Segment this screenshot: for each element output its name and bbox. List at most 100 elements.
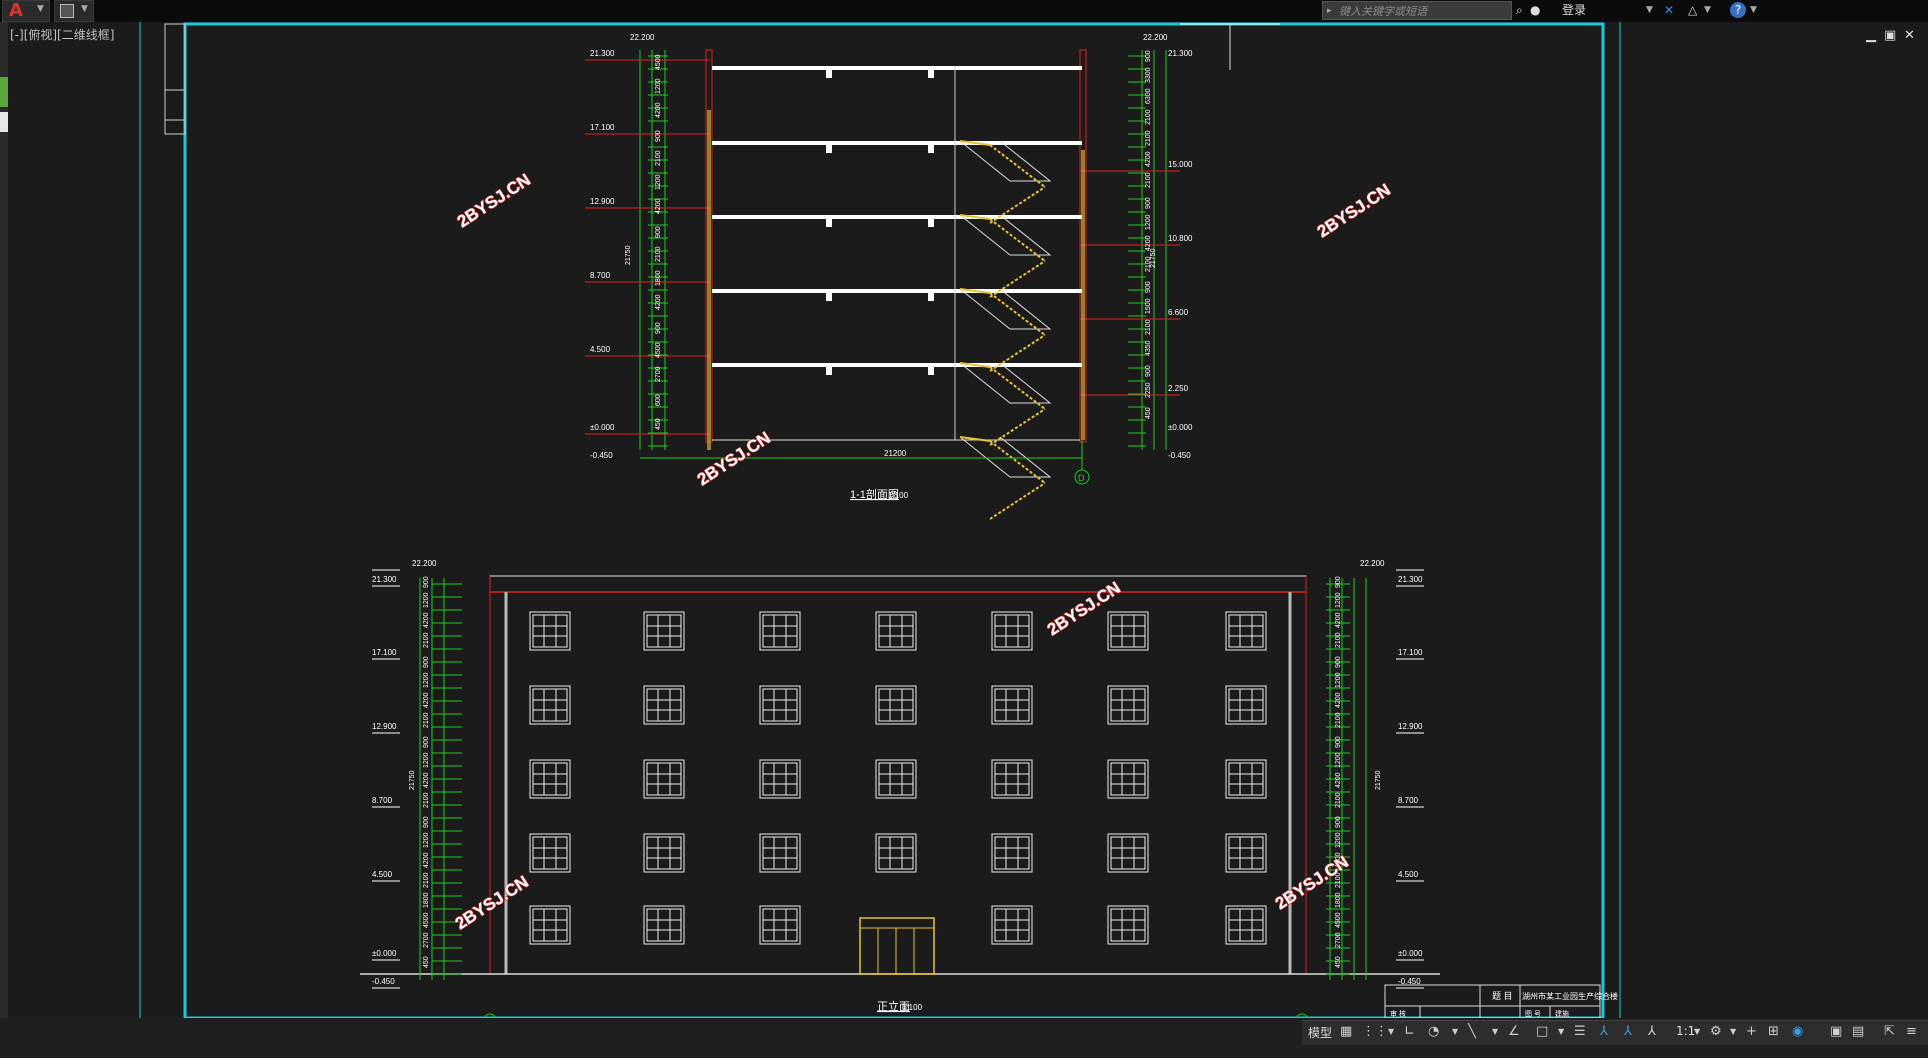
window (643, 759, 685, 799)
beam (928, 70, 934, 78)
window-frame (1107, 759, 1149, 799)
watermark-text: 2BYSJ.CN (1314, 180, 1394, 241)
viewport-controls[interactable]: [-][俯视][二维线框] (10, 28, 115, 42)
minimize-icon[interactable]: ▁ (1866, 28, 1876, 43)
caret-right-icon: ▸ (1327, 6, 1332, 16)
elevation-label: ±0.000 (372, 949, 397, 958)
window-sash (646, 836, 682, 870)
landing (959, 436, 991, 442)
watermarks: 2BYSJ.CN2BYSJ.CN2BYSJ.CN2BYSJ.CN2BYSJ.CN… (451, 170, 1394, 934)
application-menu-button[interactable]: A ▼ (2, 0, 50, 22)
hardware-acceleration-icon[interactable]: ◉ (1792, 1024, 1804, 1039)
window-frame (529, 833, 571, 873)
dimension-label: 900 (1335, 656, 1342, 668)
landing (959, 362, 991, 368)
title-block-cell: 建施 (1555, 1009, 1569, 1018)
restore-icon[interactable]: ▣ (1884, 28, 1897, 43)
annotation-visibility-icon[interactable]: ⅄ (1624, 1024, 1632, 1039)
annotate-icon[interactable]: ⅄ (1648, 1024, 1656, 1039)
window-frame (991, 759, 1033, 799)
dimension-label: 900 (423, 816, 430, 828)
object-snap-tracking-icon[interactable]: ∠ (1508, 1024, 1520, 1039)
window-frame (875, 611, 917, 651)
object-snap-icon[interactable]: □ (1536, 1024, 1549, 1039)
window (991, 905, 1033, 945)
chevron-down-icon[interactable]: ▼ (1704, 5, 1711, 15)
axis-label: D (1078, 473, 1085, 483)
window-frame (1225, 833, 1267, 873)
customize-menu-icon[interactable]: ≡ (1906, 1024, 1917, 1039)
layout-icon[interactable]: ▤ (1852, 1024, 1865, 1039)
snap-icon[interactable]: ⋮⋮ (1362, 1024, 1388, 1039)
isolate-icon[interactable]: ⊞ (1768, 1024, 1779, 1039)
window (643, 685, 685, 725)
chevron-down-icon: ▼ (37, 4, 44, 14)
chevron-down-icon[interactable]: ▼ (1750, 5, 1757, 15)
chevron-down-icon[interactable]: ▼ (1452, 1027, 1459, 1036)
quick-access-toolbar[interactable]: ▼ (54, 0, 94, 22)
dimension-label: 2100 (1335, 792, 1342, 808)
isodraft-icon[interactable]: ╲ (1468, 1024, 1476, 1039)
dimension-label: 4200 (1145, 235, 1152, 251)
beam (826, 219, 832, 227)
dimension-total: 21750 (1375, 770, 1382, 790)
window (643, 833, 685, 873)
window-frame (1107, 685, 1149, 725)
window (875, 611, 917, 651)
window (1225, 905, 1267, 945)
window-frame (643, 833, 685, 873)
chevron-down-icon[interactable]: ▼ (1492, 1027, 1499, 1036)
polar-icon[interactable]: ◔ (1428, 1024, 1440, 1039)
autocad-logo-icon: A (9, 0, 23, 21)
search-input[interactable]: ▸ 键入关键字或短语 (1322, 1, 1512, 20)
ortho-icon[interactable]: ∟ (1404, 1024, 1415, 1039)
dimension-label: 2100 (655, 150, 662, 166)
panel-tab[interactable] (0, 112, 8, 132)
window-frame (1107, 611, 1149, 651)
wall-fill (1081, 150, 1085, 440)
dimension-label: 1200 (423, 592, 430, 608)
clean-screen-icon[interactable]: ▣ (1830, 1024, 1843, 1039)
window-sash (994, 688, 1030, 722)
window-sash (1110, 614, 1146, 648)
gear-icon[interactable]: ⚙ (1710, 1024, 1722, 1039)
login-button[interactable]: 登录 (1562, 3, 1587, 17)
wall-fill (707, 110, 711, 450)
dimension-label: 1800 (1335, 892, 1342, 908)
chevron-down-icon[interactable]: ▼ (1694, 1027, 1701, 1036)
binoculars-icon[interactable]: ⌕ (1516, 3, 1523, 17)
dimension-label: 4200 (1335, 772, 1342, 788)
maximize-icon[interactable]: ⇱ (1884, 1024, 1895, 1039)
annotation-scale[interactable]: 1:1 (1676, 1024, 1696, 1038)
model-tab[interactable]: 模型 (1308, 1026, 1333, 1040)
annotation-scale-icon[interactable]: ⅄ (1600, 1024, 1608, 1039)
chevron-down-icon[interactable]: ▼ (1558, 1027, 1565, 1036)
dimension-label: 3300 (1145, 67, 1152, 83)
grid-icon[interactable]: ▦ (1340, 1024, 1353, 1039)
help-icon[interactable]: ? (1730, 2, 1746, 18)
dimension-label: 2100 (1145, 256, 1152, 272)
chevron-down-icon[interactable]: ▼ (1730, 1027, 1737, 1036)
plus-icon[interactable]: + (1746, 1024, 1757, 1039)
a360-icon[interactable]: △ (1688, 3, 1698, 17)
dimension-label: 2100 (423, 872, 430, 888)
dimension-label: 4200 (423, 772, 430, 788)
window (875, 833, 917, 873)
dimension-label: 900 (1145, 281, 1152, 293)
entrance-door (859, 917, 935, 975)
window-sash (994, 836, 1030, 870)
dimension-label: 1200 (1335, 752, 1342, 768)
chevron-down-icon[interactable]: ▼ (1388, 1027, 1395, 1036)
panel-tab[interactable] (0, 77, 8, 107)
window-sash (762, 908, 798, 942)
lineweight-icon[interactable]: ☰ (1574, 1024, 1586, 1039)
chevron-down-icon[interactable]: ▼ (1646, 5, 1653, 15)
dimension-label: 1200 (423, 672, 430, 688)
left-panel (0, 22, 8, 1022)
window-sash (878, 836, 914, 870)
exchange-icon[interactable]: ✕ (1664, 3, 1675, 17)
close-icon[interactable]: ✕ (1904, 28, 1915, 43)
dimension-label: 1200 (655, 78, 662, 94)
elevation-label: 17.100 (1398, 648, 1423, 657)
